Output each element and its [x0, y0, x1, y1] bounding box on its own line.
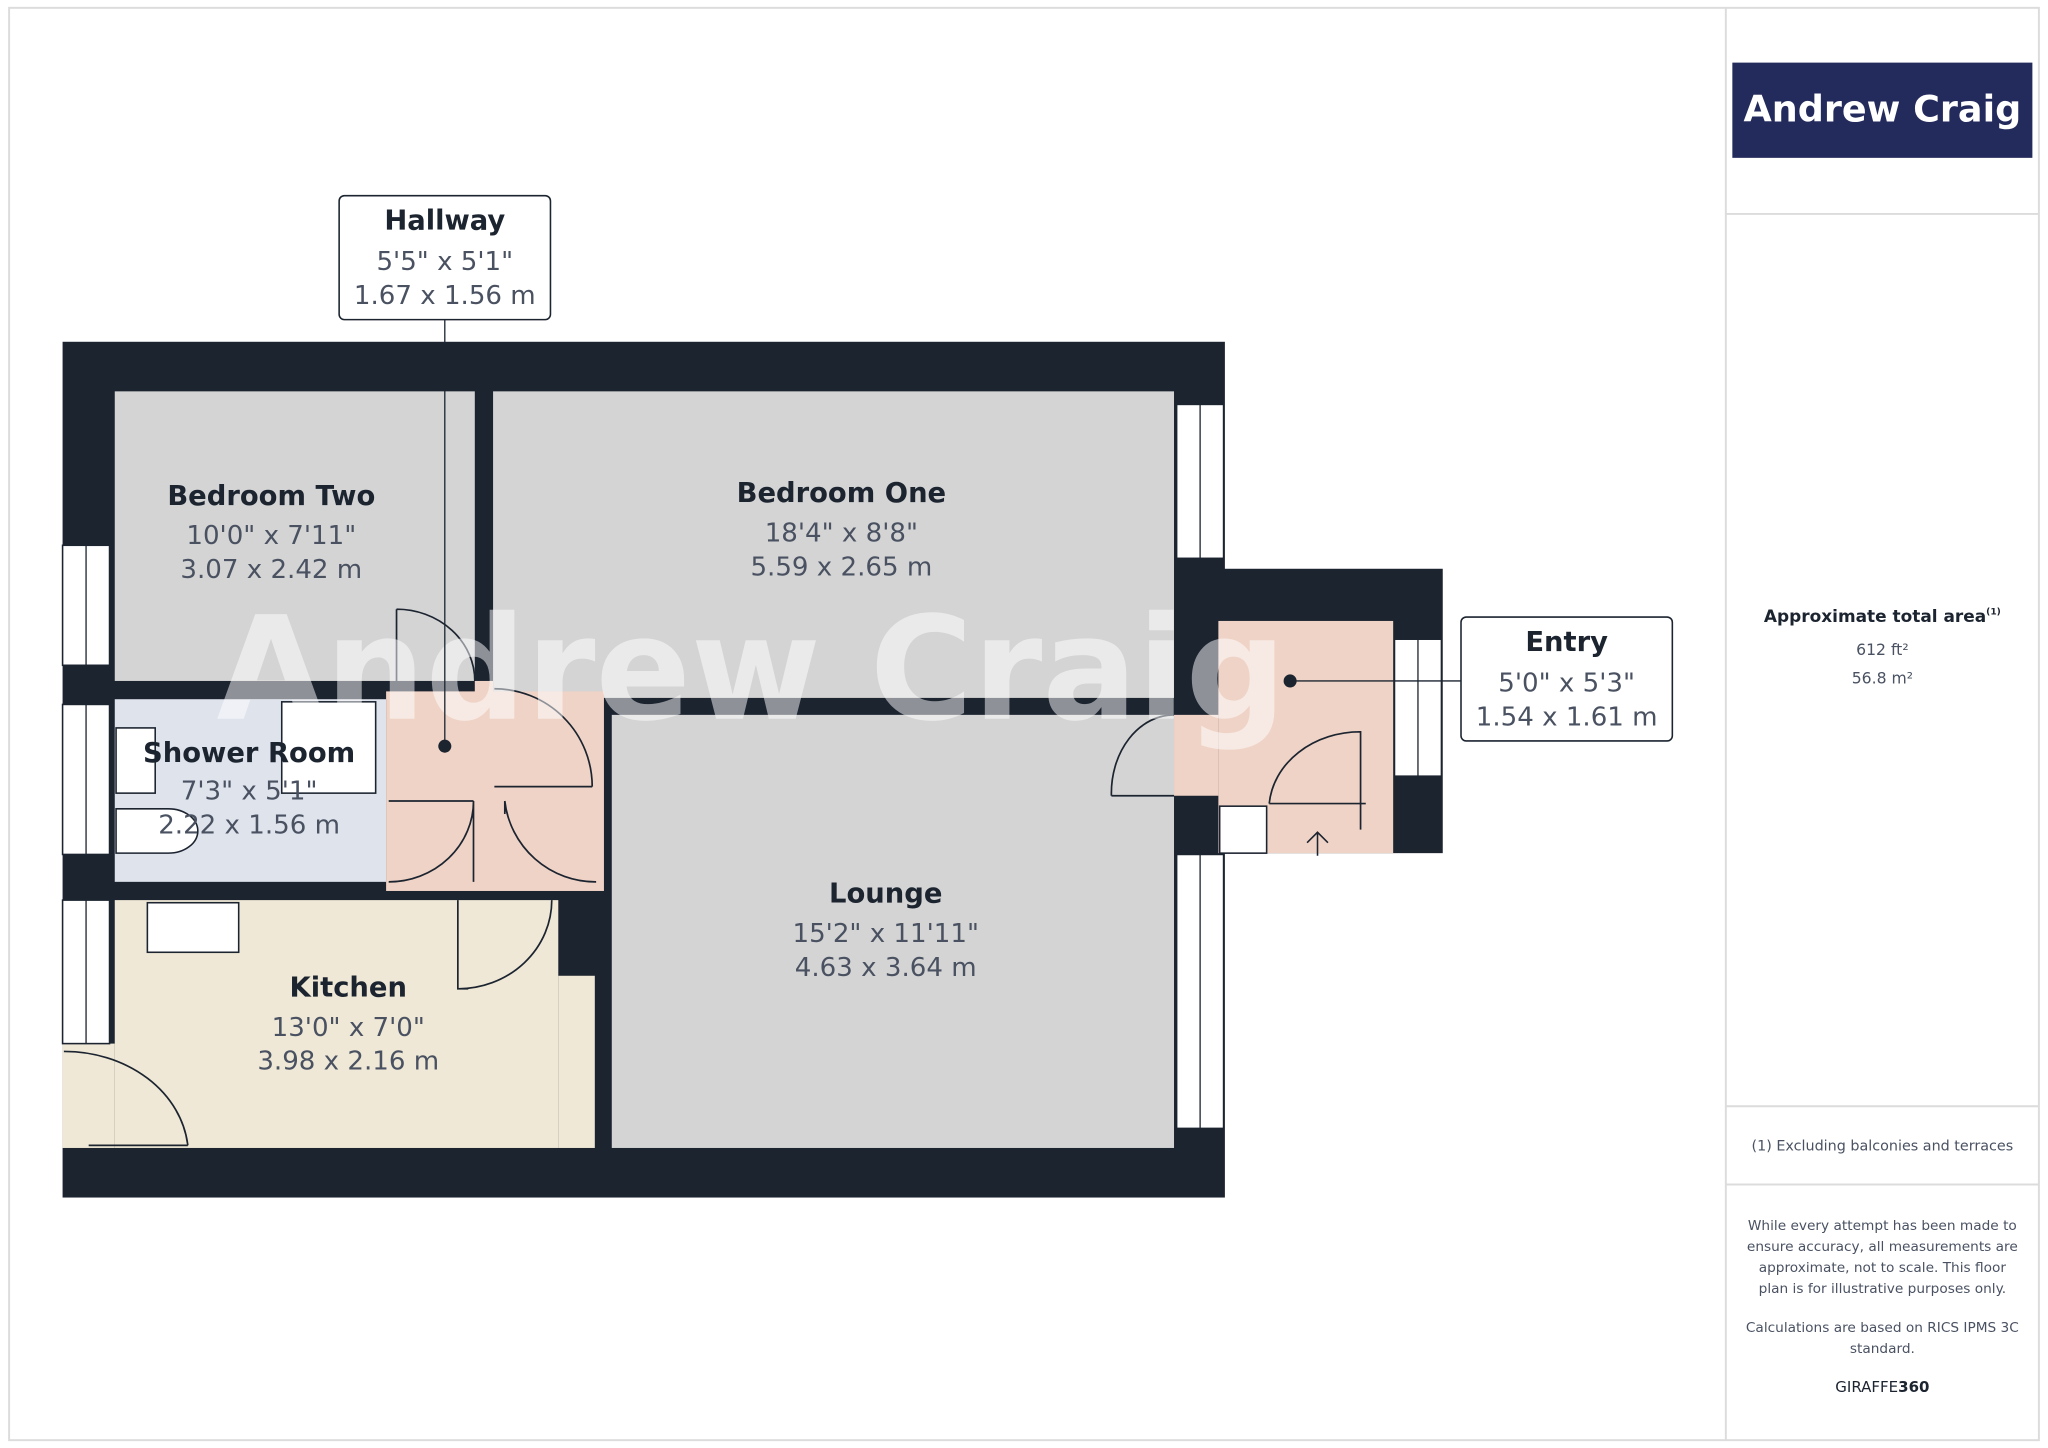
room-name: Bedroom Two — [167, 481, 375, 512]
area-ft: 612 ft² — [1856, 640, 1908, 659]
footnote: (1) Excluding balconies and terraces — [1752, 1139, 2014, 1155]
room-dims-imperial: 5'5" x 5'1" — [376, 247, 513, 277]
fixtures — [115, 701, 1268, 954]
watermark: Andrew Craig — [217, 586, 1287, 753]
area-title-line: Approximate total area(1) — [1764, 606, 2001, 626]
floor-bedroom-two — [114, 391, 475, 681]
area-m: 56.8 m² — [1852, 669, 1913, 688]
disclaimer-line: ensure accuracy, all measurements are — [1747, 1239, 2018, 1255]
calc-line: standard. — [1850, 1341, 1915, 1357]
room-dims-metric: 5.59 x 2.65 m — [750, 552, 932, 582]
doors — [63, 608, 1366, 1147]
callout-entry: Entry 5'0" x 5'3" 1.54 x 1.61 m — [1283, 616, 1674, 742]
floor-hallway — [386, 691, 604, 891]
provider-number: 360 — [1898, 1378, 1929, 1396]
toilet — [115, 808, 199, 854]
provider-logo: GIRAFFE360 — [1835, 1378, 1929, 1396]
area-title: Approximate total area — [1764, 606, 1986, 626]
disclaimer-line: approximate, not to scale. This floor — [1759, 1260, 2007, 1276]
floor-hallway-link — [474, 680, 494, 700]
room-dims-metric: 4.63 x 3.64 m — [795, 953, 977, 983]
room-dims-metric: 2.22 x 1.56 m — [158, 811, 340, 841]
kitchen-sink — [146, 901, 240, 954]
area-summary: Approximate total area(1) 612 ft² 56.8 m… — [1764, 606, 2001, 687]
room-dims-metric: 3.07 x 2.42 m — [180, 555, 362, 585]
room-dims-imperial: 18'4" x 8'8" — [765, 518, 918, 548]
room-name: Kitchen — [290, 973, 407, 1004]
room-label-bedroom-two: Bedroom Two 10'0" x 7'11" 3.07 x 2.42 m — [167, 481, 375, 585]
room-label-shower-room: Shower Room 7'3" x 5'1" 2.22 x 1.56 m — [143, 738, 355, 841]
disclaimer-line: While every attempt has been made to — [1748, 1218, 2017, 1234]
floor-entry-door — [1174, 714, 1219, 796]
calc-line: Calculations are based on RICS IPMS 3C — [1746, 1320, 2019, 1336]
room-dims-imperial: 13'0" x 7'0" — [272, 1013, 425, 1043]
callout-hallway: Hallway 5'5" x 5'1" 1.67 x 1.56 m — [338, 194, 552, 753]
provider-name: GIRAFFE — [1835, 1378, 1898, 1396]
brand-logo: Andrew Craig — [1732, 62, 2033, 158]
floor-kitchen-3 — [62, 1043, 115, 1148]
disclaimer: While every attempt has been made to ens… — [1746, 1218, 2019, 1357]
entry-cupboard — [1218, 805, 1268, 854]
windows — [61, 403, 1443, 1130]
room-dims-imperial: 5'0" x 5'3" — [1498, 668, 1635, 698]
shower-tray — [280, 701, 377, 794]
floor-lounge — [611, 714, 1175, 1148]
room-label-bedroom-one: Bedroom One 18'4" x 8'8" 5.59 x 2.65 m — [737, 478, 947, 582]
room-name: Hallway — [384, 206, 505, 237]
room-dims-metric: 1.54 x 1.61 m — [1476, 702, 1658, 732]
footnote-mark: (1) — [1986, 607, 2001, 617]
floor-kitchen-2 — [558, 975, 595, 1148]
basin — [115, 727, 156, 794]
room-dims-imperial: 7'3" x 5'1" — [181, 777, 318, 807]
room-label-kitchen: Kitchen 13'0" x 7'0" 3.98 x 2.16 m — [257, 973, 439, 1077]
room-dims-imperial: 15'2" x 11'11" — [792, 919, 978, 949]
room-dims-imperial: 10'0" x 7'11" — [186, 521, 356, 551]
room-name: Entry — [1525, 627, 1608, 658]
disclaimer-line: plan is for illustrative purposes only. — [1759, 1281, 2006, 1297]
room-name: Shower Room — [143, 738, 355, 769]
room-name: Bedroom One — [737, 478, 947, 509]
room-dims-metric: 3.98 x 2.16 m — [257, 1047, 439, 1077]
room-dims-metric: 1.67 x 1.56 m — [354, 281, 536, 311]
floor-bedroom-one — [493, 391, 1175, 698]
room-label-lounge: Lounge 15'2" x 11'11" 4.63 x 3.64 m — [792, 879, 978, 983]
brand-logo-text: Andrew Craig — [1744, 87, 2022, 130]
entrance-arrow-icon — [1306, 831, 1329, 856]
room-name: Lounge — [829, 879, 942, 910]
